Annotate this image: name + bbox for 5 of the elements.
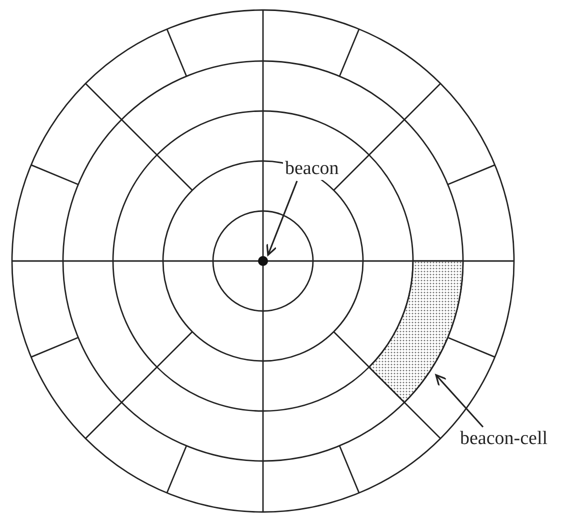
beacon-label: beacon xyxy=(283,159,341,180)
beacon-dot xyxy=(258,256,268,266)
shaded-cell xyxy=(368,260,464,404)
leader-arrow xyxy=(266,180,298,256)
leader-arrow xyxy=(435,374,484,428)
